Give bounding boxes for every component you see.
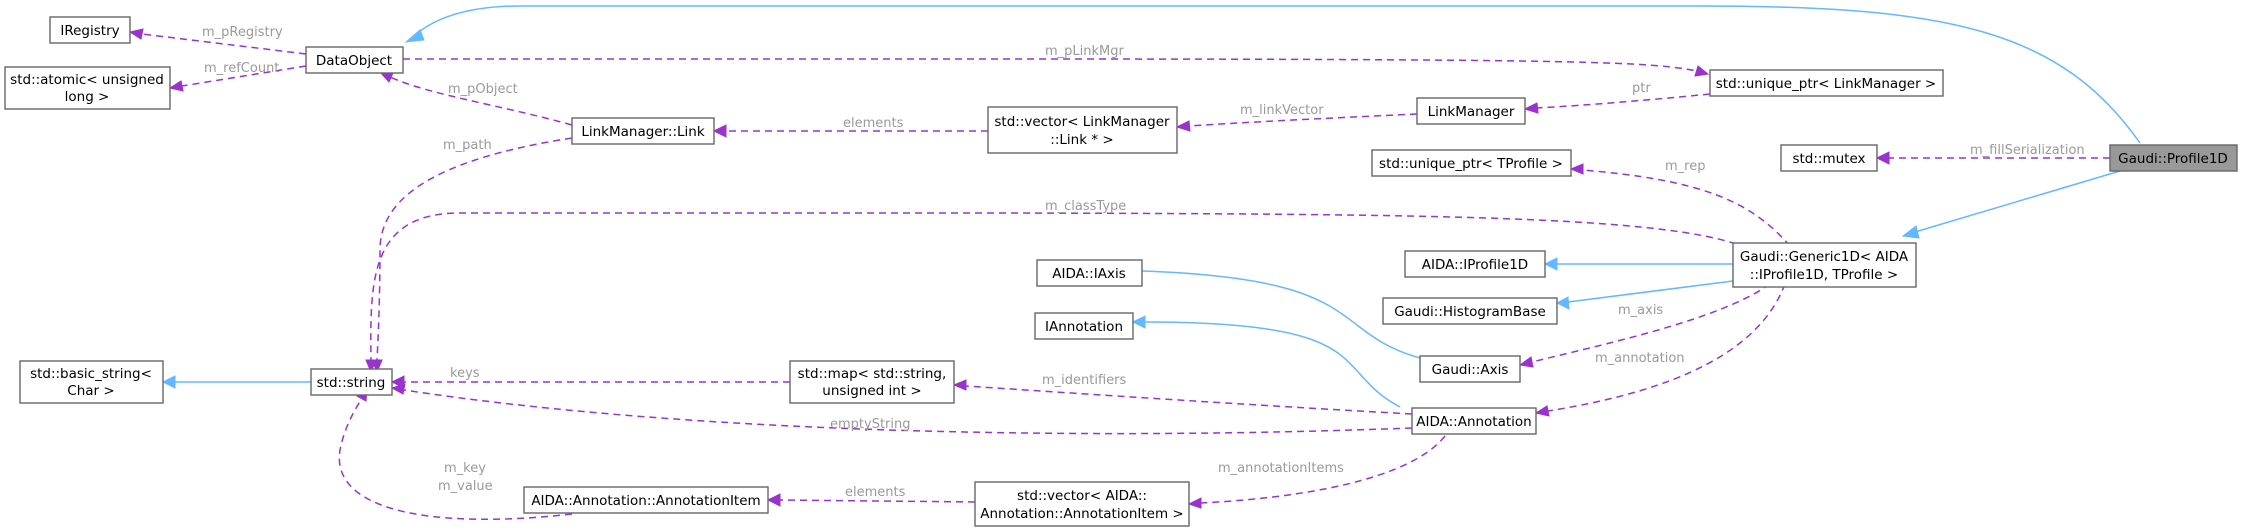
- svg-text:LinkManager: LinkManager: [1428, 104, 1515, 120]
- label-emptystring: emptyString: [830, 417, 911, 432]
- label-m-identifiers: m_identifiers: [1042, 373, 1127, 388]
- edge-dataobject-to-uptr-linkmgr: [403, 58, 1710, 77]
- edge-dataobject-to-iregistry: [128, 28, 307, 55]
- svg-text:Gaudi::Axis: Gaudi::Axis: [1432, 362, 1509, 378]
- node-linkmanager-link[interactable]: LinkManager::Link: [571, 117, 715, 145]
- edge-annotation-to-string: [390, 383, 1413, 435]
- node-iannotation[interactable]: IAnnotation: [1034, 312, 1134, 340]
- edge-profile1d-to-mutex: [1875, 151, 2110, 165]
- label-m-path: m_path: [443, 138, 492, 153]
- node-gaudi-histogrambase[interactable]: Gaudi::HistogramBase: [1382, 297, 1558, 325]
- edge-generic1d-to-string: [365, 212, 1737, 374]
- node-uptr-tprofile[interactable]: std::unique_ptr< TProfile >: [1371, 149, 1572, 177]
- svg-text:Char >: Char >: [67, 383, 114, 399]
- svg-text:Gaudi::HistogramBase: Gaudi::HistogramBase: [1394, 304, 1546, 320]
- node-std-basic-string[interactable]: std::basic_string< Char >: [19, 360, 164, 404]
- edge-annotation-to-vector-item: [1187, 435, 1446, 509]
- edge-string-to-basicstring: [161, 375, 311, 389]
- svg-text:AIDA::Annotation: AIDA::Annotation: [1416, 414, 1532, 430]
- edge-annotation-to-map: [952, 379, 1413, 415]
- svg-text:Gaudi::Profile1D: Gaudi::Profile1D: [2118, 151, 2228, 167]
- label-m-annotationitems: m_annotationItems: [1218, 461, 1344, 476]
- node-gaudi-profile1d[interactable]: Gaudi::Profile1D: [2109, 144, 2238, 172]
- edge-profile1d-to-generic1d: [1901, 167, 2131, 239]
- label-m-linkvector: m_linkVector: [1240, 103, 1324, 118]
- svg-text:Gaudi::Generic1D< AIDA: Gaudi::Generic1D< AIDA: [1740, 249, 1909, 265]
- node-vector-link[interactable]: std::vector< LinkManager ::Link * >: [987, 106, 1178, 154]
- node-uptr-linkmanager[interactable]: std::unique_ptr< LinkManager >: [1709, 69, 1944, 97]
- svg-text:Annotation::AnnotationItem >: Annotation::AnnotationItem >: [980, 506, 1184, 522]
- label-m-classtype: m_classType: [1045, 199, 1126, 214]
- node-std-atomic[interactable]: std::atomic< unsigned long >: [4, 66, 171, 110]
- edge-generic1d-to-histogrambase: [1555, 280, 1734, 310]
- svg-text:std::unique_ptr< LinkManager >: std::unique_ptr< LinkManager >: [1716, 76, 1936, 92]
- label-m-annotation: m_annotation: [1595, 351, 1685, 366]
- label-elements-item: elements: [845, 485, 906, 500]
- edge-profile1d-to-dataobject: [404, 5, 2141, 144]
- label-m-axis: m_axis: [1618, 303, 1663, 318]
- edge-generic1d-to-iprofile1d: [1543, 257, 1733, 271]
- svg-text:::Link * >: ::Link * >: [1050, 132, 1113, 148]
- svg-text:std::vector< LinkManager: std::vector< LinkManager: [994, 114, 1170, 130]
- edge-generic1d-to-axis: [1518, 283, 1771, 368]
- node-linkmanager[interactable]: LinkManager: [1416, 97, 1526, 125]
- svg-text:::IProfile1D, TProfile >: ::IProfile1D, TProfile >: [1750, 267, 1898, 283]
- label-keys: keys: [450, 366, 480, 381]
- svg-text:LinkManager::Link: LinkManager::Link: [581, 124, 705, 140]
- edge-link-to-dataobject: [378, 71, 573, 126]
- node-aida-annotation[interactable]: AIDA::Annotation: [1411, 407, 1537, 435]
- svg-text:long >: long >: [65, 89, 110, 105]
- node-aida-iaxis[interactable]: AIDA::IAxis: [1036, 259, 1143, 287]
- node-std-mutex[interactable]: std::mutex: [1780, 144, 1878, 172]
- svg-text:AIDA::Annotation::AnnotationIt: AIDA::Annotation::AnnotationItem: [531, 493, 760, 509]
- svg-text:AIDA::IAxis: AIDA::IAxis: [1052, 266, 1125, 282]
- svg-text:std::string: std::string: [317, 375, 386, 391]
- node-dataobject[interactable]: DataObject: [305, 46, 404, 74]
- svg-text:std::basic_string<: std::basic_string<: [30, 366, 152, 382]
- edge-link-to-string: [371, 137, 573, 374]
- svg-text:unsigned int >: unsigned int >: [822, 383, 921, 399]
- edge-annotation-to-iannotation: [1131, 315, 1401, 408]
- svg-text:std::unique_ptr< TProfile >: std::unique_ptr< TProfile >: [1379, 156, 1563, 172]
- label-m-pregistry: m_pRegistry: [202, 25, 283, 40]
- node-gaudi-generic1d[interactable]: Gaudi::Generic1D< AIDA ::IProfile1D, TPr…: [1732, 242, 1917, 288]
- node-iregistry[interactable]: IRegistry: [49, 16, 131, 44]
- node-vector-annotation-item[interactable]: std::vector< AIDA:: Annotation::Annotati…: [974, 481, 1190, 527]
- edge-linkmanager-to-vector-link: [1175, 113, 1418, 132]
- edge-generic1d-to-uptr-tprofile: [1569, 163, 1791, 247]
- svg-text:AIDA::IProfile1D: AIDA::IProfile1D: [1422, 257, 1528, 273]
- svg-text:IAnnotation: IAnnotation: [1045, 319, 1123, 335]
- node-gaudi-axis[interactable]: Gaudi::Axis: [1419, 355, 1521, 383]
- svg-text:std::atomic< unsigned: std::atomic< unsigned: [10, 72, 164, 88]
- label-m-key: m_key: [444, 461, 486, 476]
- svg-text:std::vector< AIDA::: std::vector< AIDA::: [1017, 488, 1147, 504]
- label-m-pobject: m_pObject: [448, 82, 518, 97]
- edge-generic1d-to-annotation: [1534, 283, 1786, 417]
- label-m-refcount: m_refCount: [204, 61, 279, 76]
- svg-text:IRegistry: IRegistry: [60, 23, 119, 39]
- edge-vector-item-to-annotationitem: [766, 493, 976, 507]
- svg-text:std::mutex: std::mutex: [1792, 151, 1865, 167]
- edge-uptr-to-linkmanager: [1523, 93, 1711, 114]
- edge-vector-link-to-link: [712, 124, 988, 138]
- node-aida-iprofile1d[interactable]: AIDA::IProfile1D: [1404, 250, 1546, 278]
- svg-text:std::map< std::string,: std::map< std::string,: [798, 366, 947, 382]
- label-m-fillserialization: m_fillSerialization: [1970, 143, 2085, 158]
- node-std-map[interactable]: std::map< std::string, unsigned int >: [789, 360, 955, 404]
- svg-text:DataObject: DataObject: [316, 53, 392, 69]
- node-std-string[interactable]: std::string: [310, 368, 393, 396]
- node-annotation-item[interactable]: AIDA::Annotation::AnnotationItem: [523, 486, 769, 514]
- label-elements-link: elements: [843, 116, 904, 131]
- edge-dataobject-to-atomic: [168, 65, 307, 92]
- label-m-rep: m_rep: [1665, 159, 1705, 174]
- label-m-value: m_value: [438, 479, 493, 494]
- label-m-plinkmgr: m_pLinkMgr: [1045, 44, 1125, 59]
- label-ptr: ptr: [1632, 81, 1651, 96]
